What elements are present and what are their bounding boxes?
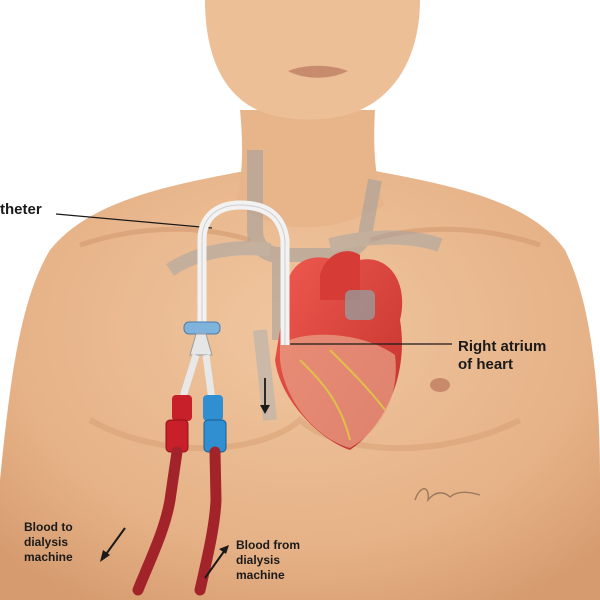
label-right-atrium: Right atrium of heart (458, 338, 547, 373)
venous-line (194, 395, 227, 596)
arrow-from-machine (204, 545, 229, 579)
artist-signature (414, 488, 481, 503)
pectoral-shading (88, 416, 522, 452)
clavicle-left (79, 226, 251, 248)
neck (235, 110, 385, 228)
label-blood-from-machine: Blood from dialysis machine (236, 538, 300, 582)
label-blood-to-machine: Blood to dialysis machine (24, 520, 73, 564)
arrow-to-machine (100, 527, 126, 562)
label-catheter: theter (0, 201, 42, 218)
catheter-leader-line (55, 213, 213, 229)
chin (205, 0, 420, 120)
heart (275, 251, 403, 450)
nipple (430, 378, 450, 392)
mouth (288, 65, 348, 78)
flow-arrow-down (260, 378, 270, 414)
catheter-hub (183, 321, 221, 356)
arterial-line (132, 395, 192, 596)
